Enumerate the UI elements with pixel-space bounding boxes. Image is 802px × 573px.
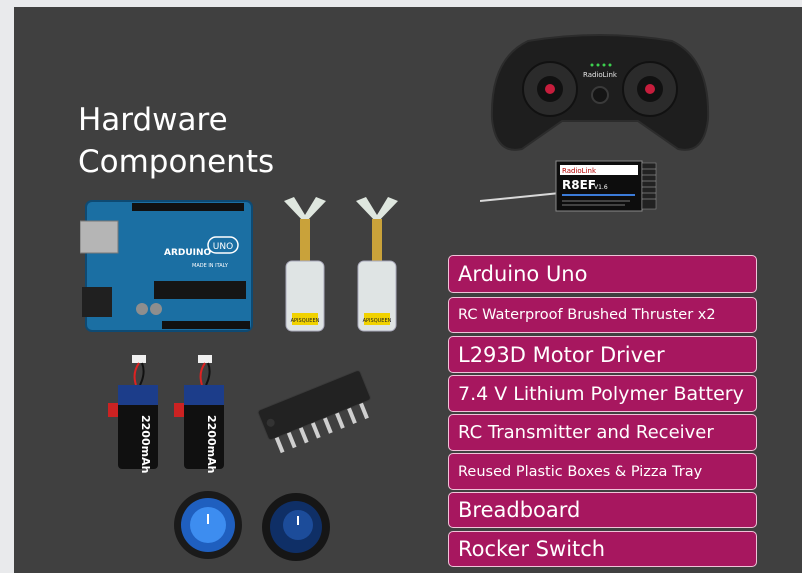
component-label-rc-transmitter: RC Transmitter and Receiver bbox=[448, 414, 757, 451]
component-label-plastic-boxes: Reused Plastic Boxes & Pizza Tray bbox=[448, 453, 757, 490]
thruster-brand-left: APISQUEEN bbox=[291, 318, 320, 324]
receiver-brand: RadioLink bbox=[562, 167, 597, 175]
rc-receiver-photo: RadioLink R8EF V1.6 bbox=[480, 160, 657, 212]
arduino-brand: ARDUINO bbox=[164, 248, 212, 258]
transmitter-brand: RadioLink bbox=[583, 71, 618, 79]
title-line-2: Components bbox=[78, 144, 275, 180]
component-label-thruster: RC Waterproof Brushed Thruster x2 bbox=[448, 297, 757, 333]
l293d-chip-photo bbox=[257, 370, 371, 454]
title-line-1: Hardware bbox=[78, 102, 228, 138]
component-label-breadboard: Breadboard bbox=[448, 492, 757, 528]
slide: Hardware Components RadioLink RadioLink … bbox=[14, 7, 802, 573]
component-label-rocker-switch: Rocker Switch bbox=[448, 531, 757, 567]
lipo-battery-photo-right: 2200mAh bbox=[174, 355, 224, 473]
thruster-brand-right: APISQUEEN bbox=[363, 318, 392, 324]
thruster-photo-right: APISQUEEN bbox=[356, 197, 398, 332]
rocker-switch-photo-right bbox=[262, 493, 330, 561]
slide-title: Hardware Components bbox=[78, 99, 274, 183]
lipo-battery-photo-left: 2200mAh bbox=[108, 355, 158, 473]
arduino-uno-photo: ARDUINO UNO MADE IN ITALY bbox=[80, 200, 253, 332]
rocker-switch-photo-left bbox=[174, 491, 242, 559]
battery-capacity-left: 2200mAh bbox=[139, 415, 152, 473]
receiver-model: R8EF bbox=[562, 178, 596, 192]
arduino-origin: MADE IN ITALY bbox=[192, 263, 229, 269]
receiver-version: V1.6 bbox=[594, 184, 608, 191]
arduino-model: UNO bbox=[213, 242, 233, 252]
component-label-battery: 7.4 V Lithium Polymer Battery bbox=[448, 375, 757, 412]
component-label-arduino-uno: Arduino Uno bbox=[448, 255, 757, 293]
rc-transmitter-photo: RadioLink bbox=[490, 34, 710, 151]
component-label-motor-driver: L293D Motor Driver bbox=[448, 336, 757, 373]
thruster-photo-left: APISQUEEN bbox=[284, 197, 326, 332]
battery-capacity-right: 2200mAh bbox=[205, 415, 218, 473]
